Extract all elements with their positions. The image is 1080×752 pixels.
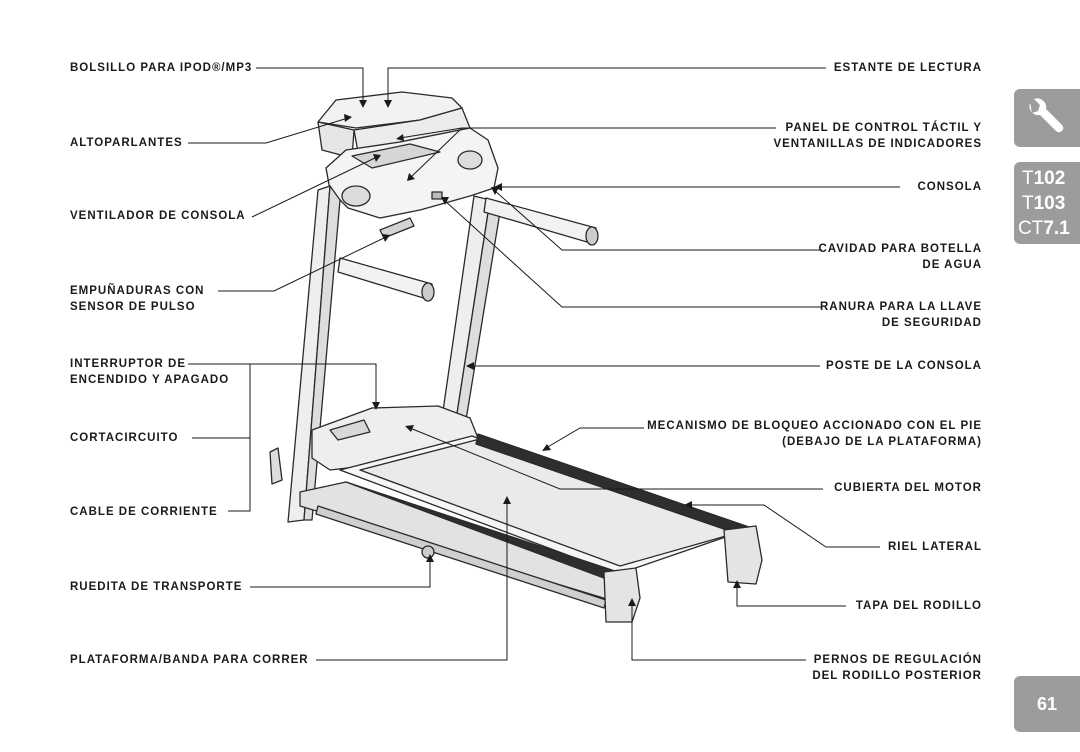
label-line: VENTILADOR DE CONSOLA bbox=[70, 210, 246, 222]
model-t103: T103 bbox=[1014, 191, 1080, 216]
label-cortacircuito: CORTACIRCUITO bbox=[70, 430, 178, 446]
model-t102: T102 bbox=[1014, 166, 1080, 191]
label-line: TAPA DEL RODILLO bbox=[855, 600, 982, 612]
model-prefix: CT bbox=[1018, 218, 1044, 239]
label-plataforma: PLATAFORMA/BANDA PARA CORRER bbox=[70, 652, 309, 668]
page-number: 61 bbox=[1014, 676, 1080, 732]
label-ruedita: RUEDITA DE TRANSPORTE bbox=[70, 579, 242, 595]
label-line: PANEL DE CONTROL TÁCTIL Y bbox=[785, 122, 982, 134]
label-line: MECANISMO DE BLOQUEO ACCIONADO CON EL PI… bbox=[647, 420, 982, 432]
leader-arrowheads bbox=[344, 100, 741, 606]
label-line: DEL RODILLO POSTERIOR bbox=[812, 670, 982, 682]
label-ventilador: VENTILADOR DE CONSOLA bbox=[70, 208, 246, 224]
label-line: CONSOLA bbox=[917, 181, 982, 193]
label-ranura: RANURA PARA LA LLAVE DE SEGURIDAD bbox=[820, 299, 982, 331]
label-consola: CONSOLA bbox=[918, 179, 983, 195]
label-poste: POSTE DE LA CONSOLA bbox=[826, 358, 982, 374]
label-line: (DEBAJO DE LA PLATAFORMA) bbox=[782, 436, 982, 448]
label-line: CUBIERTA DEL MOTOR bbox=[834, 482, 982, 494]
label-tapa: TAPA DEL RODILLO bbox=[856, 598, 982, 614]
label-line: DE SEGURIDAD bbox=[881, 317, 982, 329]
label-estante: ESTANTE DE LECTURA bbox=[834, 60, 982, 76]
label-panel: PANEL DE CONTROL TÁCTIL Y VENTANILLAS DE… bbox=[773, 120, 982, 152]
label-line: SENSOR DE PULSO bbox=[70, 301, 196, 313]
label-empunaduras: EMPUÑADURAS CON SENSOR DE PULSO bbox=[70, 283, 204, 315]
label-line: ALTOPARLANTES bbox=[70, 137, 183, 149]
model-tab: T102 T103 CT7.1 bbox=[1014, 162, 1080, 244]
label-line: CORTACIRCUITO bbox=[70, 432, 179, 444]
label-line: POSTE DE LA CONSOLA bbox=[826, 360, 982, 372]
maintenance-tab bbox=[1014, 89, 1080, 147]
label-line: PLATAFORMA/BANDA PARA CORRER bbox=[70, 654, 309, 666]
label-line: PERNOS DE REGULACIÓN bbox=[813, 654, 982, 666]
leader-lines bbox=[188, 67, 900, 661]
label-line: BOLSILLO PARA iPOD®/MP3 bbox=[70, 62, 253, 74]
model-number: 102 bbox=[1033, 168, 1066, 189]
label-line: RUEDITA DE TRANSPORTE bbox=[70, 581, 243, 593]
label-line: ESTANTE DE LECTURA bbox=[833, 62, 982, 74]
model-prefix: T bbox=[1022, 193, 1034, 214]
label-cable: CABLE DE CORRIENTE bbox=[70, 504, 218, 520]
label-line: DE AGUA bbox=[922, 259, 982, 271]
label-line: EMPUÑADURAS CON bbox=[70, 285, 205, 297]
label-line: RIEL LATERAL bbox=[888, 541, 982, 553]
wrench-icon bbox=[1029, 98, 1064, 133]
label-altoparlantes: ALTOPARLANTES bbox=[70, 135, 183, 151]
label-line: INTERRUPTOR DE bbox=[70, 358, 187, 370]
model-number: 7.1 bbox=[1043, 218, 1070, 239]
label-line: VENTANILLAS DE INDICADORES bbox=[773, 138, 982, 150]
model-number: 103 bbox=[1033, 193, 1066, 214]
label-line: ENCENDIDO Y APAGADO bbox=[70, 374, 230, 386]
label-line: RANURA PARA LA LLAVE bbox=[819, 301, 982, 313]
label-cavidad: CAVIDAD PARA BOTELLA DE AGUA bbox=[818, 241, 982, 273]
model-prefix: T bbox=[1022, 168, 1034, 189]
treadmill-illustration bbox=[269, 91, 763, 623]
label-line: CABLE DE CORRIENTE bbox=[70, 506, 218, 518]
label-cubierta: CUBIERTA DEL MOTOR bbox=[834, 480, 982, 496]
label-line: CAVIDAD PARA BOTELLA bbox=[818, 243, 982, 255]
label-riel: RIEL LATERAL bbox=[888, 539, 982, 555]
label-pernos: PERNOS DE REGULACIÓN DEL RODILLO POSTERI… bbox=[812, 652, 982, 684]
model-ct71: CT7.1 bbox=[1014, 216, 1080, 241]
label-bolsillo: BOLSILLO PARA iPOD®/MP3 bbox=[70, 60, 252, 76]
label-interruptor: INTERRUPTOR DE ENCENDIDO Y APAGADO bbox=[70, 356, 229, 388]
label-mecanismo: MECANISMO DE BLOQUEO ACCIONADO CON EL PI… bbox=[647, 418, 982, 450]
